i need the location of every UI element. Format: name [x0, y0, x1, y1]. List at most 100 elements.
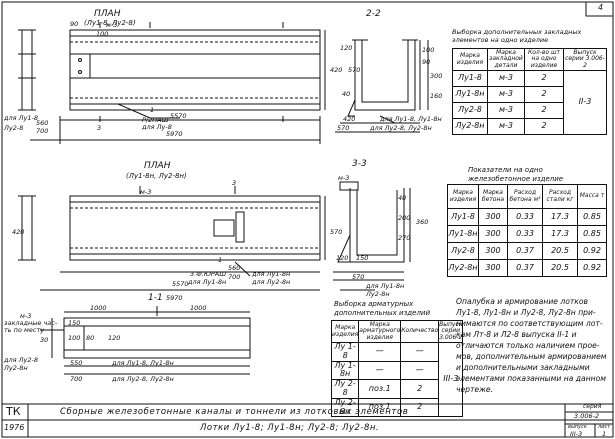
title-block-code: ТК — [6, 405, 21, 418]
plan2-title: ПЛАН — [144, 161, 171, 171]
sec22-dim-300: 300 — [430, 72, 442, 80]
table-cell: 0.92 — [577, 259, 607, 277]
sec33-dim-40: 40 — [398, 194, 406, 202]
table-cell: 0.37 — [507, 259, 543, 277]
plan2-label-m3: м-3 — [140, 188, 151, 196]
sec22-dim-40: 40 — [342, 90, 350, 98]
table-cell: поз.1 — [358, 397, 402, 418]
table-cell: Лу 1-8н — [330, 360, 360, 381]
table-cell: 0.85 — [577, 208, 607, 226]
table-cell: поз.1 — [358, 379, 402, 399]
plan1-subtitle: (Лу1-8, Лу2-8) — [84, 19, 136, 27]
table-cell: Лу2-8 — [447, 242, 479, 260]
plan1-ref3: 3 — [97, 124, 101, 132]
table-cell: 0.85 — [577, 225, 607, 243]
notes-block: Опалубка и армирование лотков Лу1-8, Лу1… — [456, 296, 612, 395]
table-cell: м-3 — [487, 86, 525, 103]
sec11-dlya2: Лу2-8н — [3, 364, 28, 372]
table-cell: Лу 2-8 — [330, 379, 360, 399]
table-cell: Лу1-8н — [447, 225, 479, 243]
table-cell: Лу2-8н — [447, 259, 479, 277]
table2-header-grade: Марка бетона — [478, 184, 508, 209]
table-cell: 0.92 — [577, 242, 607, 260]
plan2-forA: для Лу1-8н — [251, 270, 290, 278]
note-line: нимаются по соответствующим лот- — [456, 319, 603, 328]
table-cell: 2 — [400, 397, 440, 418]
sec11-dim-1000b: 1000 — [190, 304, 207, 312]
table2-header-mark: Марка изделия — [447, 184, 479, 209]
table-cell: 0.33 — [507, 225, 543, 243]
plan2-for1: для Лу1-8н — [187, 278, 226, 286]
plan2-drawing — [18, 186, 326, 291]
title-block-title: Сборные железобетонные каналы и тоннели … — [60, 407, 409, 417]
table-cell: м-3 — [487, 118, 525, 135]
table2-header-concrete: Расход бетона м³ — [507, 184, 543, 209]
sheet-number: 4 — [598, 3, 604, 12]
plan2-mark: 3.Ф.ЮРАШ — [190, 270, 226, 278]
title-block-lines — [2, 403, 613, 437]
plan2-ref1: 1 — [218, 256, 222, 264]
table2-header-mass: Масса т — [577, 184, 607, 209]
plan1-title: ПЛАН — [94, 9, 121, 19]
table-cell: 2 — [524, 102, 564, 119]
sec33-dim-360: 360 — [416, 218, 428, 226]
table-cell: м-3 — [487, 70, 525, 87]
sec33-dim-200: 200 — [398, 214, 410, 222]
sec22-forA: для Лу1-8, Лу1-8н — [379, 115, 442, 123]
table2-caption: Показатели на одно железобетонное издели… — [468, 166, 564, 183]
sec22-dim-100: 100 — [422, 46, 434, 54]
sec33-dim-120: 120 — [336, 254, 348, 262]
table3-header-item: Марка арматурного изделия — [358, 320, 402, 343]
title-block-subtitle: Лотки Лу1-8; Лу1-8н; Лу2-8; Лу2-8н. — [200, 423, 380, 433]
plan1-dim-100: 100 — [96, 30, 108, 38]
table1-header-count: Кол-во шт на одно изделие — [524, 48, 564, 71]
table-cell: 300 — [478, 225, 508, 243]
series-label: серия — [583, 403, 602, 410]
table-cell: 300 — [478, 208, 508, 226]
plan1-drawing — [18, 22, 326, 144]
note-line: Лу1-8, Лу1-8н и Лу2-8, Лу2-8н при- — [456, 308, 596, 317]
sec33-label-m3: м-3 — [338, 174, 349, 182]
sec11-dim-700: 700 — [70, 375, 82, 383]
table1-series-cell: II-3 — [563, 70, 607, 135]
note-line: чертеже. — [456, 385, 494, 394]
sec22-dim-570: 570 — [337, 124, 349, 132]
sec22-dim-420: 420 — [343, 115, 355, 123]
sec11-label-embed2: ть по месту — [4, 326, 44, 334]
table-cell: 20.5 — [542, 259, 578, 277]
table3-header-series: Выпуск серии 3.006-2 — [438, 320, 464, 343]
table-cell: 2 — [524, 70, 564, 87]
table3-header-qty: Количество — [400, 320, 440, 343]
table-cell: Лу1-8 — [452, 70, 488, 87]
table-cell: 0.37 — [507, 242, 543, 260]
table-cell: 0.33 — [507, 208, 543, 226]
plan2-dim-inner: 5570 — [172, 280, 189, 288]
table1-header-detail: Марка закладной детали — [487, 48, 525, 71]
plan1-dim-420: 420 — [330, 66, 342, 74]
sec33-dim-150: 150 — [356, 254, 368, 262]
table3-caption: Выборка арматурных дополнительных издели… — [334, 300, 431, 317]
plan2-dim-700: 700 — [228, 273, 240, 281]
table-cell: 300 — [478, 259, 508, 277]
issue-label: выпуск — [568, 424, 587, 430]
table-cell: 2 — [400, 379, 440, 399]
sec11-label-m3: м-3 — [20, 312, 31, 320]
section-11-drawing — [40, 306, 251, 375]
plan1-forB: Лу2-8 — [3, 124, 23, 132]
sec11-dim-150: 150 — [68, 319, 80, 327]
table-cell: — — [358, 342, 402, 362]
table-cell: 2 — [524, 118, 564, 135]
plan2-dim-420: 420 — [12, 228, 24, 236]
plan1-mark: Р/2ПАШ — [142, 116, 169, 124]
table-cell: 17.3 — [542, 208, 578, 226]
table-cell: Лу1-8н — [452, 86, 488, 103]
table1: Марка изделия Марка закладной детали Кол… — [452, 48, 607, 135]
sheet-label: лист — [598, 424, 611, 430]
plan1-for1: для Лу-8 — [141, 123, 172, 131]
table2: Марка изделия Марка бетона Расход бетона… — [447, 184, 607, 277]
table-cell: Лу 2-8н — [330, 397, 360, 418]
note-line: и дополнительными закладными — [456, 363, 590, 372]
sheet-value: 1 — [602, 430, 607, 438]
sec33-title: 3-3 — [352, 159, 367, 169]
